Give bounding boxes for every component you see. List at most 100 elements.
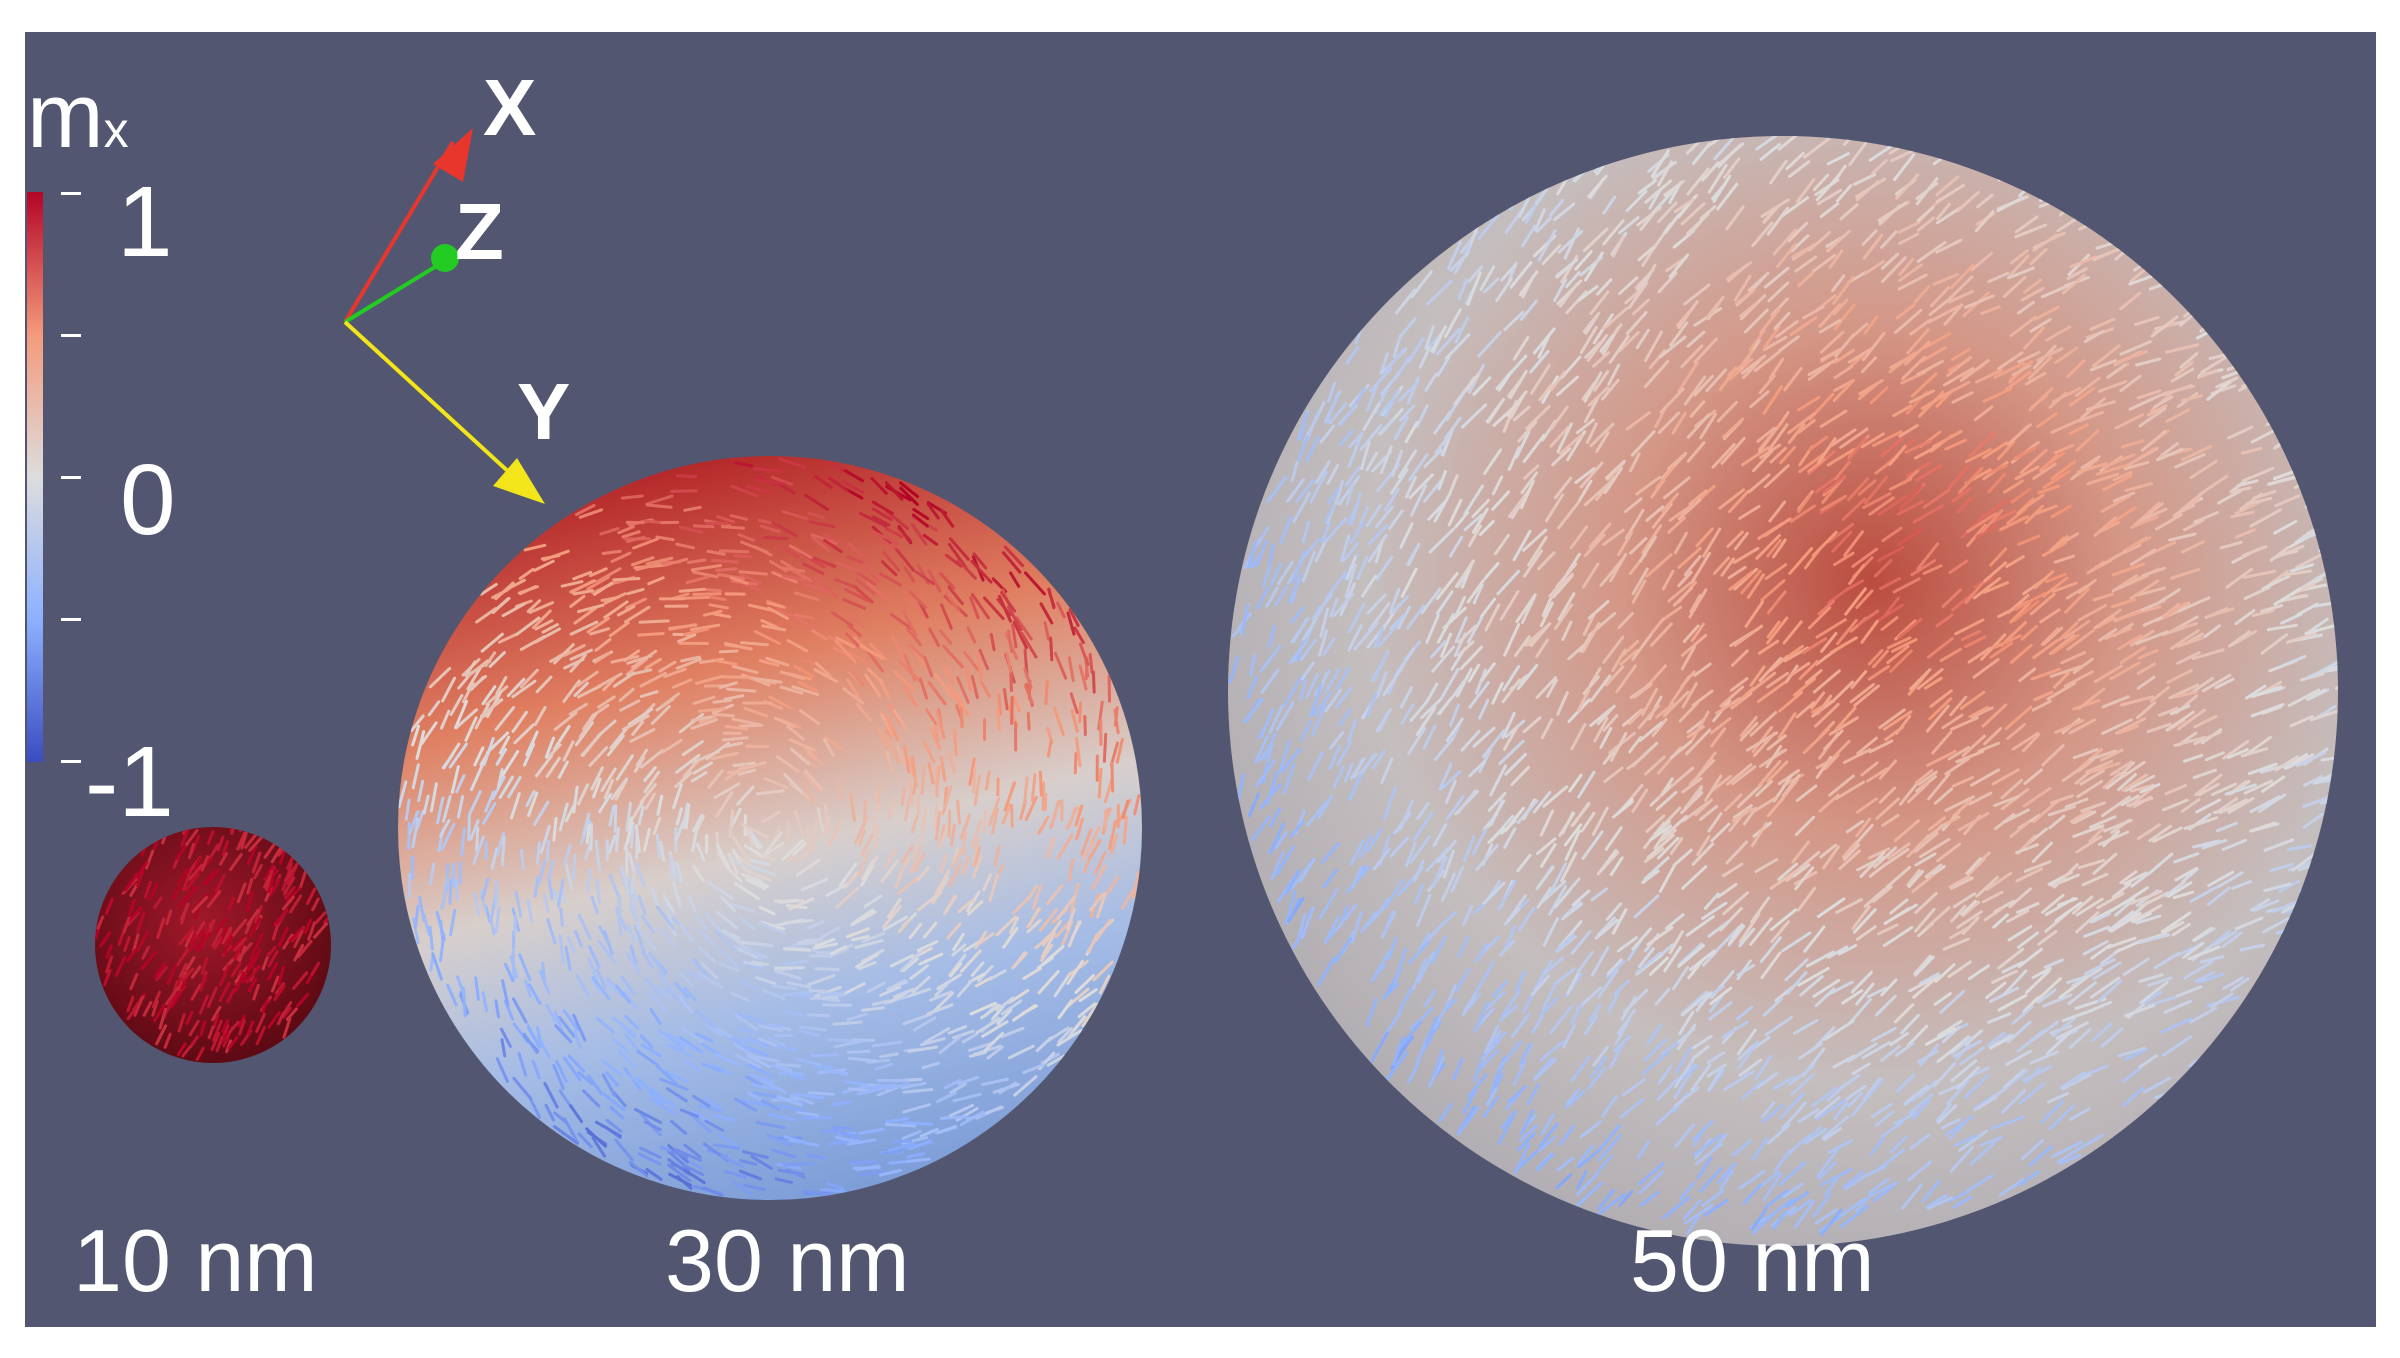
magnetization-arrow [760,920,786,931]
magnetization-arrow [1944,438,1967,451]
magnetization-arrow [2146,995,2178,1007]
magnetization-arrow [1883,906,1911,925]
magnetization-arrow [1599,727,1613,750]
magnetization-arrow [1886,636,1912,650]
magnetization-arrow [781,510,808,521]
magnetization-arrow [1677,361,1699,393]
magnetization-arrow [1056,833,1074,860]
magnetization-arrow [1863,475,1888,505]
magnetization-arrow [2127,447,2156,467]
magnetization-arrow [1010,696,1014,725]
magnetization-arrow [1037,970,1060,995]
magnetization-arrow [1803,925,1826,953]
magnetization-arrow [1012,694,1021,713]
magnetization-arrow [1576,950,1594,974]
magnetization-arrow [803,582,833,594]
magnetization-arrow [884,481,904,501]
magnetization-arrow [1011,951,1028,970]
magnetization-arrow [1648,188,1662,210]
magnetization-arrow [2042,576,2069,598]
magnetization-arrow [2089,359,2117,372]
magnetization-arrow [748,830,763,849]
magnetization-arrow [2245,496,2273,506]
magnetization-arrow [1692,1120,1714,1142]
magnetization-arrow [2090,912,2111,924]
magnetization-arrow [1411,958,1427,991]
magnetization-arrow [1284,889,1297,926]
magnetization-arrow [1713,136,1736,161]
magnetization-arrow [718,549,750,554]
magnetization-arrow [1655,465,1676,489]
magnetization-arrow [1240,604,1250,635]
magnetization-arrow [1491,681,1504,705]
magnetization-arrow [2135,914,2162,925]
magnetization-arrow [902,1103,932,1114]
magnetization-arrow [1506,390,1528,417]
magnetization-arrow [910,833,924,859]
magnetization-arrow [724,724,749,731]
magnetization-arrow [1269,822,1285,854]
magnetization-arrow [771,1063,793,1075]
magnetization-arrow [1690,551,1711,584]
magnetization-arrow [1489,799,1504,827]
magnetization-arrow [700,962,719,980]
magnetization-arrow [2231,880,2252,890]
magnetization-arrow [1817,600,1835,616]
magnetization-arrow [1397,449,1418,479]
magnetization-arrow [1044,679,1049,706]
magnetization-arrow [2072,895,2094,915]
magnetization-arrow [961,1032,979,1044]
magnetization-arrow [2119,646,2147,665]
magnetization-arrow [1860,761,1879,777]
magnetization-arrow [1454,316,1470,344]
magnetization-arrow [1815,618,1847,639]
magnetization-arrow [1880,1044,1901,1062]
magnetization-arrow [1502,664,1521,692]
magnetization-arrow [1737,1040,1759,1069]
magnetization-arrow [2320,665,2338,674]
magnetization-arrow [2303,775,2324,787]
magnetization-arrow [1108,819,1118,850]
magnetization-arrow [1065,806,1079,830]
magnetization-arrow [1894,1110,1919,1125]
magnetization-arrow [2296,750,2327,768]
magnetization-arrow [572,785,579,814]
magnetization-arrow [2234,528,2256,539]
magnetization-arrow [755,1121,786,1130]
magnetization-arrow [576,684,602,699]
magnetization-arrow [624,1033,641,1055]
magnetization-arrow [833,1039,864,1049]
magnetization-arrow [2078,215,2109,231]
magnetization-arrow [718,649,739,654]
magnetization-arrow [783,772,803,794]
magnetization-arrow [925,708,937,725]
magnetization-arrow [1755,136,1781,151]
magnetization-arrow [908,923,922,940]
magnetization-arrow [2128,393,2162,411]
magnetization-arrow [1452,1057,1464,1081]
magnetization-arrow [678,713,704,734]
magnetization-arrow [606,734,625,757]
magnetization-arrow [2243,779,2274,795]
magnetization-arrow [1924,676,1943,690]
magnetization-arrow [1554,258,1579,278]
magnetization-arrow [1424,1016,1439,1046]
magnetization-arrow [2153,951,2181,970]
magnetization-arrow [2023,860,2052,873]
magnetization-arrow [2177,708,2207,731]
magnetization-arrow [988,969,1007,981]
magnetization-arrow [1680,992,1710,1017]
magnetization-arrow [970,961,985,977]
magnetization-arrow [953,728,958,757]
magnetization-arrow [866,981,886,994]
magnetization-arrow [743,761,767,770]
magnetization-arrow [973,774,981,806]
magnetization-arrow [1556,1156,1575,1172]
magnetization-arrow [1944,795,1975,812]
magnetization-arrow [1432,1000,1451,1030]
magnetization-arrow [1553,278,1568,302]
magnetization-arrow [1534,208,1546,232]
orientation-axes [343,128,545,504]
magnetization-arrow [495,831,505,857]
magnetization-arrow [1539,1040,1565,1062]
